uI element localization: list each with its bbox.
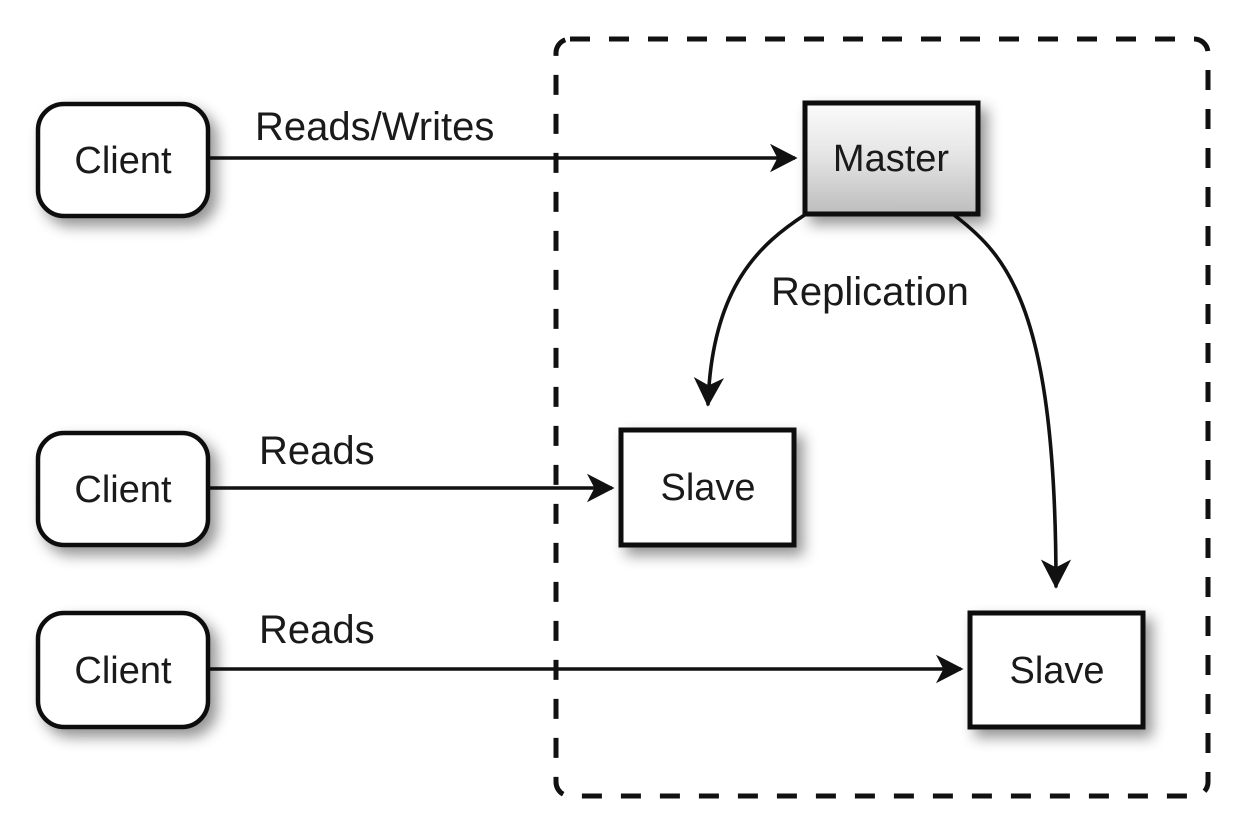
client-3-label: Client: [74, 650, 172, 692]
edge-master-slave1: [693, 212, 808, 407]
replication-boundary: [553, 36, 1211, 799]
client-2-box[interactable]: [35, 430, 211, 548]
node-client-3[interactable]: Client: [35, 610, 211, 730]
client-1-box[interactable]: [35, 101, 211, 219]
node-slave-1[interactable]: Slave: [618, 427, 797, 548]
edge-label-reads-writes: Reads/Writes: [255, 105, 494, 149]
edge-label-reads-slave2: Reads: [259, 608, 375, 652]
edge-curve: [693, 212, 808, 407]
node-master[interactable]: Master: [802, 100, 981, 217]
edge-master-slave2: [952, 213, 1072, 589]
node-client-2[interactable]: Client: [35, 430, 211, 548]
edge-curve: [952, 213, 1072, 589]
edge-label-reads-slave1: Reads: [259, 429, 375, 473]
slave-2-box[interactable]: [967, 610, 1146, 730]
slave-1-label: Slave: [660, 467, 755, 509]
node-client-1[interactable]: Client: [35, 101, 211, 219]
client-3-box[interactable]: [35, 610, 211, 730]
edge-label-replication: Replication: [771, 270, 969, 314]
node-slave-2[interactable]: Slave: [967, 610, 1146, 730]
slave-1-box[interactable]: [618, 427, 797, 548]
client-1-label: Client: [74, 140, 172, 182]
slave-2-label: Slave: [1009, 650, 1104, 692]
master-box[interactable]: [802, 100, 981, 217]
client-2-label: Client: [74, 469, 172, 511]
master-label: Master: [833, 138, 949, 180]
